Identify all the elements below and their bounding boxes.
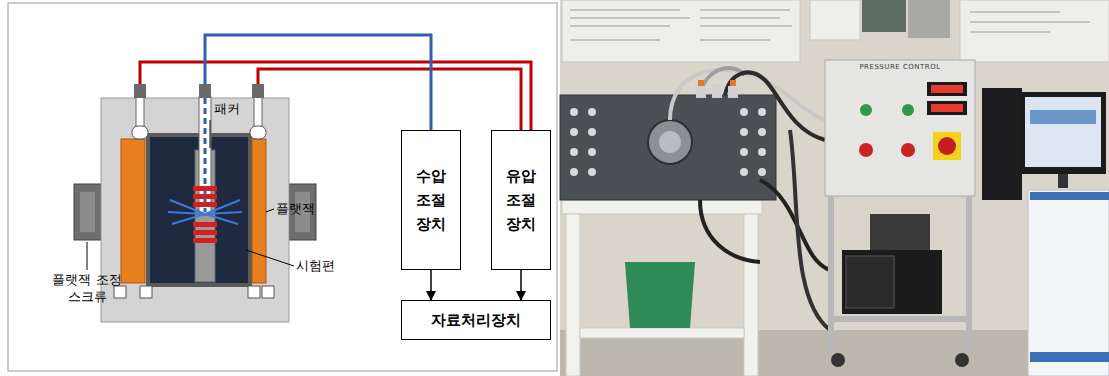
cart-frame (828, 316, 972, 322)
bolt-holes (570, 108, 766, 176)
wheel (955, 353, 969, 367)
button (859, 143, 873, 157)
display (931, 85, 963, 93)
process-box: 수압 조절 장치 (401, 130, 461, 270)
flange (659, 131, 681, 153)
monitor-screen (1030, 110, 1096, 124)
leader-line (246, 250, 294, 266)
leader-line (210, 120, 211, 148)
box-text: 유압 조절 장치 (498, 164, 544, 236)
box-text: 수압 조절 장치 (408, 164, 454, 236)
panel-frame (8, 3, 557, 371)
poster-lines (570, 10, 792, 40)
breaker-box (862, 0, 906, 32)
flat-jack (121, 139, 145, 283)
process-box: 자료처리장치 (401, 300, 551, 340)
test-cell (560, 95, 776, 200)
switch-box (908, 0, 950, 38)
pipe-cap (252, 84, 264, 98)
process-box: 유압 조절 장치 (491, 130, 551, 270)
water-pipe (205, 35, 431, 130)
flat-jack (252, 139, 266, 283)
part-label: 플랫잭 조정스크류 (48, 272, 126, 306)
schematic (8, 3, 557, 371)
lab-photo (560, 0, 1109, 376)
cooler (846, 256, 894, 308)
leader-line (87, 242, 88, 270)
stand-top (562, 200, 762, 214)
display (927, 101, 967, 115)
leader-line (266, 209, 274, 212)
corner-block (140, 286, 152, 298)
poster (562, 0, 800, 62)
hydraulic-pump (870, 214, 930, 250)
injection-spray (168, 200, 242, 224)
poster (960, 0, 1109, 62)
corner-block (262, 286, 274, 298)
main-switch (938, 137, 956, 155)
stand-leg (566, 214, 580, 376)
poster (810, 0, 860, 40)
hoses (670, 68, 830, 330)
adjust-screw (74, 184, 101, 240)
wall (560, 0, 1109, 376)
cabinet (1030, 352, 1109, 362)
flow-arrow (430, 270, 432, 300)
corner-block (248, 286, 260, 298)
cart-frame (966, 196, 972, 356)
monitor-stand (1058, 174, 1068, 188)
stand-shelf (580, 328, 744, 338)
display (927, 82, 967, 96)
control-panel (825, 60, 975, 196)
wheel (831, 353, 845, 367)
button (902, 104, 914, 116)
pc-tower (982, 88, 1022, 200)
rod-joint (250, 126, 266, 139)
panel-label: PRESSURE CONTROL (836, 63, 964, 72)
oil-pipe (258, 69, 521, 130)
box-text: 자료처리장치 (431, 308, 521, 332)
pipe-cap (199, 84, 211, 98)
cabinet (1028, 190, 1109, 376)
hydraulic-pump (842, 250, 942, 314)
corner-block (114, 286, 126, 298)
monitor-screen (1025, 97, 1101, 167)
part-label: 시험편 (296, 258, 356, 275)
flow-arrow (520, 270, 522, 300)
cabinet (1030, 192, 1109, 200)
cart-frame (828, 196, 834, 356)
button (860, 104, 872, 116)
poster-lines (970, 12, 1090, 32)
part-label: 플랫잭 (276, 201, 336, 218)
display (931, 104, 963, 112)
flange (648, 120, 692, 164)
monitor (1020, 92, 1106, 174)
main-switch (933, 132, 961, 160)
bucket (625, 262, 695, 328)
housing (101, 98, 289, 322)
hose-fittings (696, 80, 738, 98)
stand-leg (744, 214, 758, 376)
adjust-screw (80, 192, 95, 232)
button (901, 143, 915, 157)
pipe-cap (134, 84, 146, 98)
rod-joint (132, 126, 148, 139)
part-label: 패커 (214, 101, 254, 118)
